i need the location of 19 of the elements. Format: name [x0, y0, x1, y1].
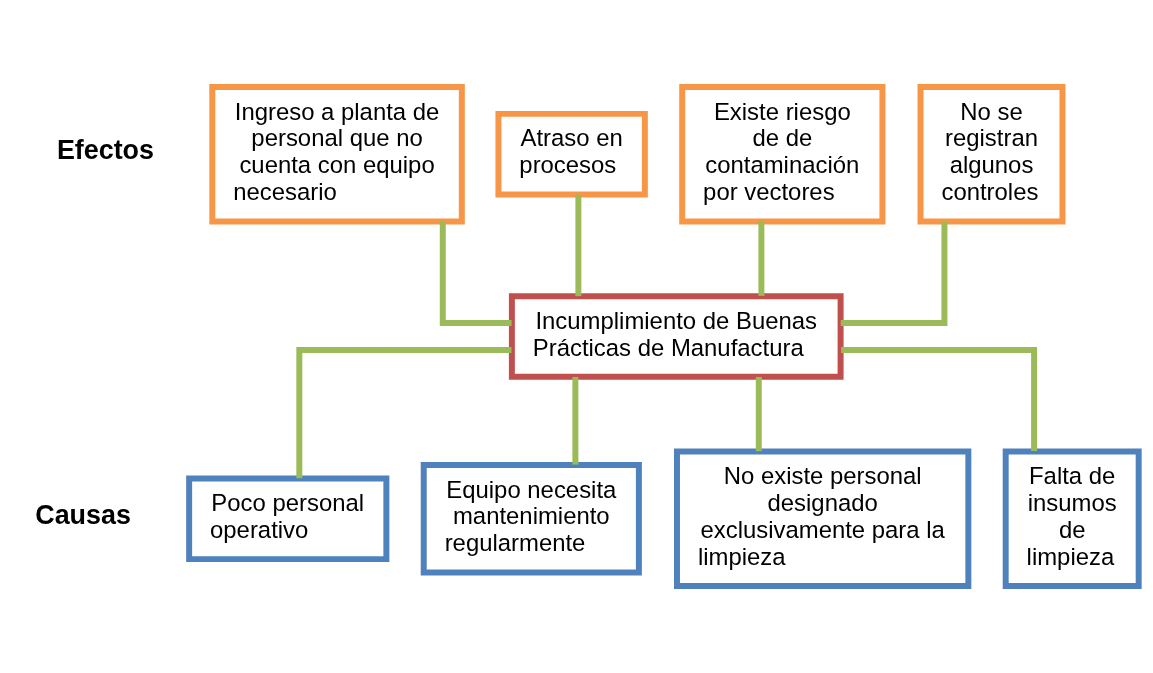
- node-box: Atraso en procesos: [495, 110, 648, 198]
- node-box: Incumplimiento de Buenas Prácticas de Manufactura: [508, 293, 844, 380]
- node-box: Poco personal operativo: [186, 475, 390, 563]
- node-box: No existe personal designado exclusivamente para la limpieza: [674, 448, 972, 589]
- connector: [575, 194, 582, 297]
- node-box: Ingreso a planta de personal que no cuenta con equipo necesario: [209, 84, 465, 225]
- connector: [840, 221, 948, 327]
- node-box: Existe riesgo de de contaminación por vectores: [679, 84, 886, 225]
- connector: [755, 376, 762, 452]
- label: Causas: [35, 499, 131, 530]
- connector: [572, 376, 579, 465]
- node-box: No se registran algunos controles: [917, 84, 1066, 225]
- node-box: Equipo necesita mantenimiento regularmente: [420, 462, 642, 576]
- connector: [439, 221, 512, 327]
- node-box: Falta de insumos de limpieza: [1002, 448, 1142, 589]
- label: Efectos: [56, 135, 154, 166]
- connector: [758, 221, 765, 296]
- connector: [296, 346, 512, 479]
- connector: [841, 346, 1038, 452]
